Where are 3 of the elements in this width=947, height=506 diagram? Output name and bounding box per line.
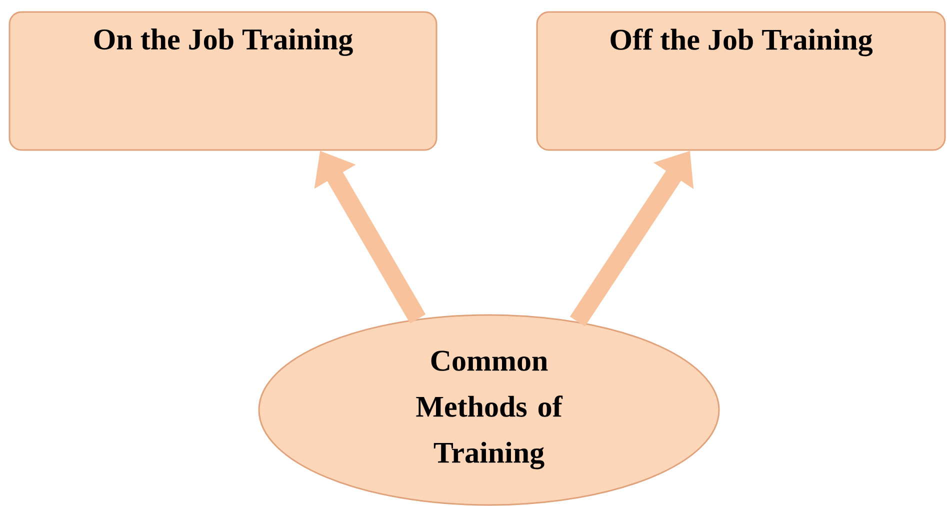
- ellipse-node: Common Methods of Training: [258, 314, 720, 506]
- process-box: Off the Job Training: [536, 11, 946, 151]
- process-box: On the Job Training: [8, 11, 438, 151]
